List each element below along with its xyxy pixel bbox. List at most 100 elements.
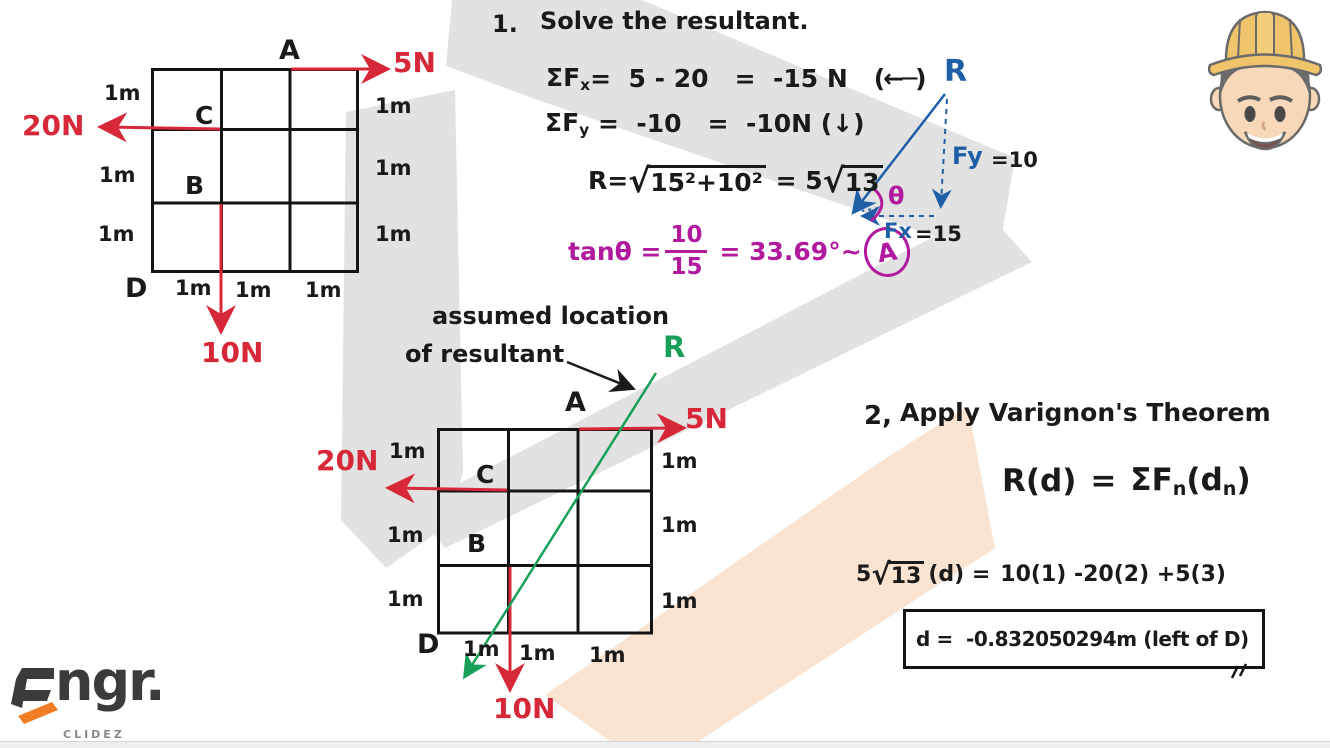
tan-result: = 33.69°	[719, 237, 841, 266]
tan-denominator: 15	[670, 254, 703, 280]
grid2-force-arrows	[385, 413, 687, 693]
sum-fx-symbol: ΣFx	[546, 63, 591, 94]
triangle-theta-label: θ	[888, 182, 905, 210]
grid2-force-10n: 10N	[493, 692, 556, 725]
grid2-unit-label: 1m	[387, 523, 424, 547]
sum-fy-body: = -10 = -10N	[589, 109, 821, 139]
comp-coef: 5	[856, 561, 872, 587]
result-text: d = -0.832050294m (left of D)	[916, 627, 1249, 651]
comp-lhs: (d) =	[928, 561, 991, 587]
sqrt-sign-3: √	[871, 557, 891, 591]
left-eyebrow	[1236, 95, 1261, 103]
tan-numerator: 10	[665, 224, 708, 253]
grid1-point-d: D	[125, 273, 148, 304]
teeth	[1247, 133, 1283, 142]
formula-rhs: (dn)	[1186, 462, 1251, 500]
grid1-force-10n: 10N	[201, 336, 264, 369]
grid1-unit-label: 1m	[375, 94, 412, 118]
step1-number: 1.	[492, 10, 518, 38]
grid1-force-5n: 5N	[393, 46, 436, 79]
note-line2: of resultant	[405, 340, 565, 368]
formula-lhs: R(d)	[1002, 463, 1077, 500]
grid1-20n-arrow	[97, 112, 221, 143]
grid1-unit-label: 1m	[375, 156, 412, 180]
grid2-point-b: B	[467, 529, 487, 558]
grid1-force-20n: 20N	[22, 109, 85, 142]
step1-title: Solve the resultant.	[540, 7, 809, 35]
theta-arc	[870, 187, 884, 223]
grid1-unit-label: 1m	[175, 276, 212, 300]
tan-link: ~	[840, 237, 862, 266]
watermark-peach-band	[545, 406, 995, 748]
sqrt-sign: √	[628, 161, 651, 200]
sum-fy-equation: ΣFy = -10 = -10N (↓)	[545, 109, 865, 139]
r-mid: = 5	[775, 166, 823, 195]
tan-lhs: tanθ =	[568, 237, 662, 266]
sum-fx-equation: ΣFx = 5 - 20 = -15 N (←─)	[546, 63, 927, 94]
right-eyebrow	[1269, 95, 1294, 103]
triangle-fy-value: =10	[991, 148, 1038, 172]
r-radicand: 15²+10²	[647, 165, 766, 196]
resultant-line	[463, 372, 658, 680]
grid2-unit-label: 1m	[661, 449, 698, 473]
triangle-resultant-arrow	[851, 93, 946, 215]
result-box: d = -0.832050294m (left of D)	[903, 609, 1265, 669]
grid2-figure	[437, 428, 653, 635]
grid1-unit-label: 1m	[99, 163, 136, 187]
grid2-force-5n: 5N	[685, 402, 728, 435]
comp-radicand: 13	[887, 560, 925, 589]
grid2-20n-arrow	[385, 473, 508, 504]
triangle-fx-label: Fx	[884, 219, 912, 243]
grid1-point-c: C	[195, 101, 214, 130]
comp-rhs: 10(1) -20(2) +5(3)	[1000, 561, 1226, 587]
grid1-unit-label: 1m	[98, 222, 135, 246]
note-pointer-arrow	[566, 360, 636, 393]
grid1-unit-label: 1m	[375, 222, 412, 246]
grid2-unit-label: 1m	[661, 513, 698, 537]
grid1-unit-label: 1m	[305, 278, 342, 302]
varignon-formula: R(d) = ΣFn (dn)	[1002, 462, 1251, 500]
grid2-point-c: C	[476, 460, 495, 489]
formula-sigma: ΣFn	[1130, 462, 1187, 500]
grid2-unit-label: 1m	[389, 439, 426, 463]
grid1-unit-label: 1m	[235, 278, 272, 302]
sum-fy-direction: (↓)	[820, 109, 865, 139]
varignon-computation: 5 √ 13 (d) = 10(1) -20(2) +5(3)	[856, 557, 1226, 591]
grid1-force-arrows	[97, 54, 391, 335]
nose	[1261, 121, 1267, 131]
grid2-resultant-label: R	[663, 330, 686, 364]
triangle-r-label: R	[944, 54, 968, 89]
logo-orange-swoosh	[18, 702, 58, 724]
grid2-unit-label: 1m	[589, 643, 626, 667]
triangle-fy-label: Fy	[952, 142, 983, 170]
sum-fx-direction: (←─)	[873, 64, 927, 94]
logo-tagline: CLIDEZ	[63, 728, 125, 741]
grid2-force-20n: 20N	[316, 444, 379, 477]
sqrt-sign-2: √	[822, 161, 845, 200]
left-eye	[1244, 106, 1256, 122]
grid2-unit-label: 1m	[463, 637, 500, 661]
triangle-vertex-dash	[861, 207, 879, 212]
grid2-point-a: A	[565, 387, 586, 418]
grid2-unit-label: 1m	[661, 589, 698, 613]
grid2-unit-label: 1m	[519, 641, 556, 665]
tan-theta-equation: tanθ = 10 15 = 33.69° ~ A	[568, 222, 914, 281]
step2-number: 2,	[864, 401, 892, 431]
grid1-unit-label: 1m	[104, 81, 141, 105]
force-triangle	[851, 93, 952, 226]
mouth	[1243, 131, 1287, 151]
resultant-equation: R= √ 15²+10² = 5 √ 13	[588, 164, 883, 197]
logo-e-icon	[11, 668, 58, 724]
right-eye	[1274, 106, 1286, 122]
grid1-point-b: B	[185, 171, 205, 200]
grid1-figure	[151, 68, 359, 273]
triangle-fy-arrow	[931, 98, 952, 209]
grid2-unit-label: 1m	[387, 587, 424, 611]
formula-eq: =	[1090, 463, 1117, 500]
sum-fy-symbol: ΣFy	[545, 108, 590, 139]
video-progress-bar[interactable]	[0, 741, 1330, 748]
grid2-5n-arrow	[578, 413, 687, 444]
logo-name: ngr.	[55, 650, 166, 713]
